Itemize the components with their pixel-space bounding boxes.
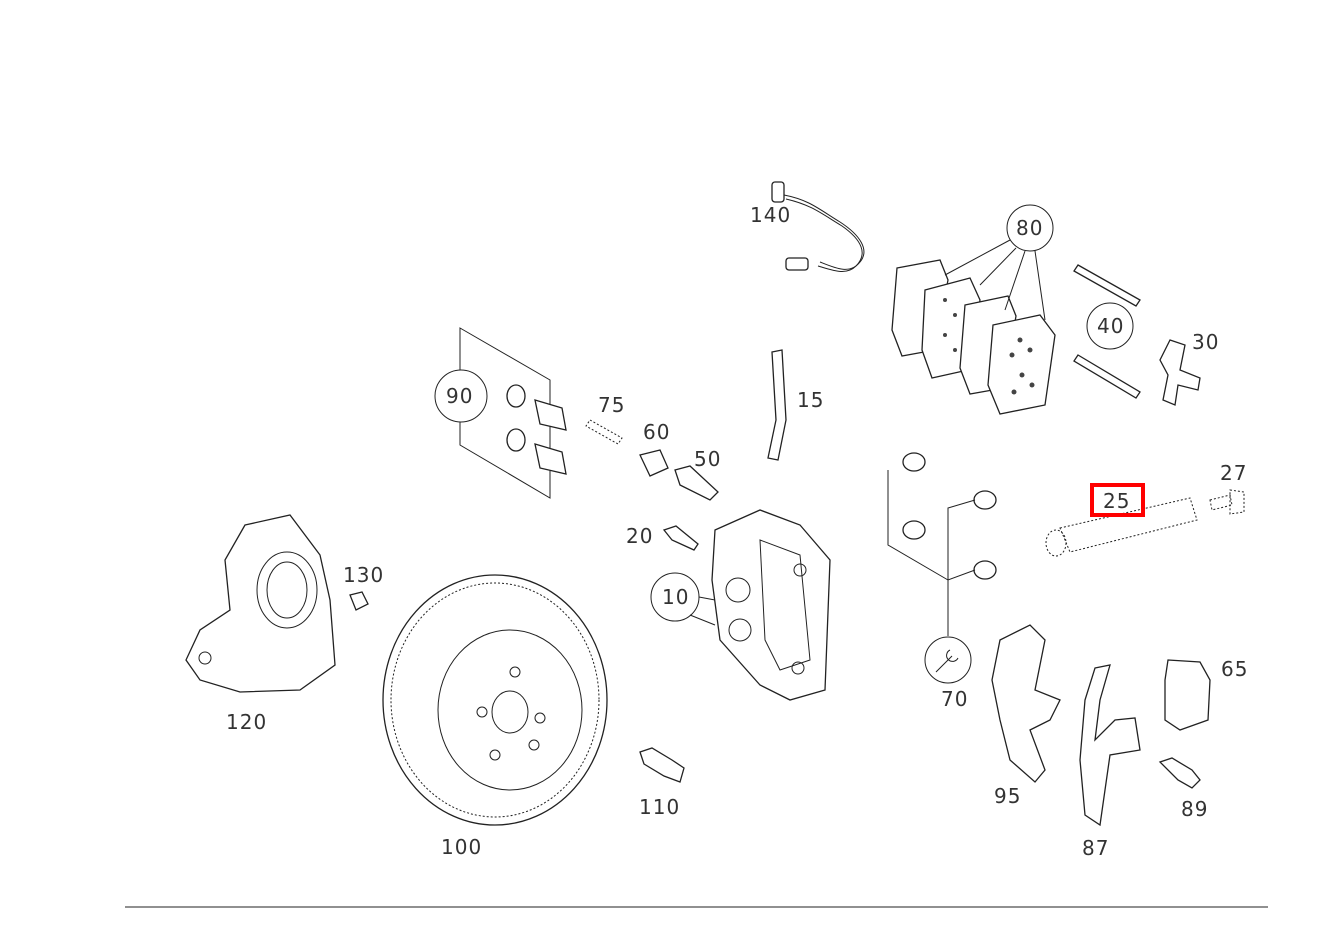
highlight-box-25 [1090, 483, 1145, 517]
bubble-80 [1006, 204, 1054, 252]
label-87[interactable]: 87 [1082, 836, 1109, 860]
part-40-guide-pins[interactable] [1073, 264, 1141, 399]
part-25-bolt[interactable] [1045, 497, 1198, 557]
bubble-90 [434, 369, 488, 423]
part-80-brake-pads[interactable] [891, 259, 1056, 415]
part-30-spring[interactable] [1159, 339, 1201, 406]
label-89[interactable]: 89 [1181, 797, 1208, 821]
part-70-repair-kit[interactable] [887, 452, 997, 636]
part-15-brake-hose[interactable] [767, 349, 787, 461]
label-75[interactable]: 75 [598, 393, 625, 417]
label-100[interactable]: 100 [441, 835, 482, 859]
label-50[interactable]: 50 [694, 447, 721, 471]
part-140-wear-sensor[interactable] [771, 181, 865, 272]
label-65[interactable]: 65 [1221, 657, 1248, 681]
part-110-screw[interactable] [639, 747, 685, 783]
part-130-screw[interactable] [349, 591, 369, 611]
part-20-bolt[interactable] [662, 525, 699, 551]
label-10[interactable]: 10 [662, 585, 689, 609]
part-87-cover[interactable] [1079, 664, 1141, 827]
label-27[interactable]: 27 [1220, 461, 1247, 485]
wrench-icon [935, 649, 959, 673]
label-130[interactable]: 130 [343, 563, 384, 587]
part-120-dust-shield[interactable] [185, 514, 336, 693]
part-10-caliper[interactable] [711, 509, 831, 701]
part-50-bleeder[interactable] [674, 465, 719, 501]
part-75-clip[interactable] [585, 419, 623, 445]
part-27-screw[interactable] [1209, 489, 1245, 515]
part-65-pad[interactable] [1164, 659, 1211, 731]
label-120[interactable]: 120 [226, 710, 267, 734]
label-90[interactable]: 90 [446, 384, 473, 408]
part-60-cap[interactable] [639, 449, 669, 477]
part-95-bracket[interactable] [991, 624, 1061, 783]
label-25[interactable]: 25 [1103, 489, 1130, 513]
part-100-brake-disc[interactable] [382, 574, 608, 826]
label-110[interactable]: 110 [639, 795, 680, 819]
label-140[interactable]: 140 [750, 203, 791, 227]
label-80[interactable]: 80 [1016, 216, 1043, 240]
label-95[interactable]: 95 [994, 784, 1021, 808]
label-30[interactable]: 30 [1192, 330, 1219, 354]
label-70[interactable]: 70 [941, 687, 968, 711]
label-40[interactable]: 40 [1097, 314, 1124, 338]
bubble-40 [1086, 302, 1134, 350]
part-90-piston-kit[interactable] [459, 327, 567, 499]
label-15[interactable]: 15 [797, 388, 824, 412]
part-89-screw[interactable] [1158, 757, 1201, 789]
label-60[interactable]: 60 [643, 420, 670, 444]
label-20[interactable]: 20 [626, 524, 653, 548]
